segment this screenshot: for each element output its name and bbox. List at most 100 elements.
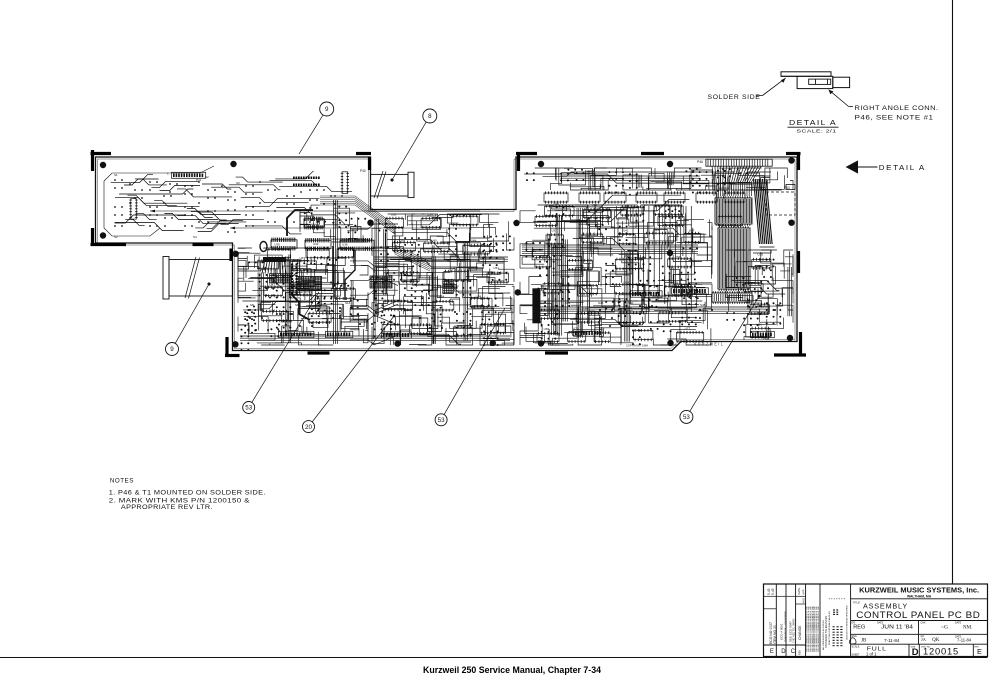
svg-text:P41: P41 — [196, 178, 202, 182]
svg-text:SCALE: SCALE — [852, 646, 860, 649]
svg-text:NM.: NM. — [963, 626, 972, 631]
svg-text:U30: U30 — [553, 202, 559, 206]
svg-text:U36: U36 — [400, 239, 406, 243]
svg-text:1 of 1: 1 of 1 — [866, 652, 877, 657]
svg-text:THE INFORMATION CONTAINED HERE: THE INFORMATION CONTAINED HEREIN IS THE — [808, 606, 811, 652]
svg-text:P46: P46 — [697, 160, 703, 164]
svg-text:DATE: DATE — [877, 622, 884, 625]
svg-text:U41: U41 — [623, 228, 629, 232]
svg-text:S1: S1 — [114, 173, 118, 177]
svg-text:5-43: 5-43 — [771, 588, 775, 595]
svg-text:U32: U32 — [313, 242, 319, 246]
svg-text:U46: U46 — [407, 266, 413, 270]
svg-text:STANDARD TOLERANCES: STANDARD TOLERANCES — [824, 615, 828, 648]
svg-text:FULL: FULL — [867, 647, 887, 653]
svg-text:SOLDER SIDE: SOLDER SIDE — [708, 94, 761, 101]
svg-text:WALTHAM, MA: WALTHAM, MA — [907, 594, 932, 598]
svg-text:53: 53 — [438, 417, 445, 424]
svg-text:JA: JA — [921, 637, 927, 642]
svg-text:DETAIL A: DETAIL A — [789, 118, 837, 127]
svg-text:8: 8 — [428, 113, 432, 120]
svg-text:P40: P40 — [360, 169, 366, 173]
svg-text:U77: U77 — [685, 326, 691, 330]
svg-text:KURZWEIL MUSIC SYSTEMS, Inc.: KURZWEIL MUSIC SYSTEMS, Inc. — [859, 586, 979, 595]
svg-text:2. MARK WITH KMS P/N 1200150 &: 2. MARK WITH KMS P/N 1200150 & — [109, 498, 250, 504]
svg-text:DATE: DATE — [955, 636, 962, 639]
svg-text:53: 53 — [245, 405, 252, 412]
svg-text:U44: U44 — [471, 238, 477, 242]
svg-text:JB: JB — [861, 639, 867, 644]
svg-text:U47: U47 — [689, 228, 695, 232]
svg-text:P46, SEE NOTE #1: P46, SEE NOTE #1 — [855, 115, 934, 122]
svg-text:QK: QK — [932, 637, 940, 643]
svg-text:DR: DR — [852, 622, 856, 625]
svg-text:U47: U47 — [269, 283, 275, 287]
svg-text:S48: S48 — [700, 303, 706, 307]
svg-text:D: D — [781, 649, 786, 655]
svg-text:ITEM NO 20: ITEM NO 20 — [773, 625, 777, 644]
svg-text:S48: S48 — [598, 301, 604, 305]
svg-text:UNLESS OTHERWISE SPECIFIED: UNLESS OTHERWISE SPECIFIED — [847, 605, 849, 640]
svg-text:120015: 120015 — [923, 647, 959, 657]
svg-text:9: 9 — [170, 346, 174, 353]
svg-text:THE INFORMATION CONTAINED HERE: THE INFORMATION CONTAINED HEREIN IS THE — [817, 606, 820, 652]
svg-text:S2: S2 — [114, 235, 118, 239]
svg-text:U35: U35 — [663, 203, 669, 207]
svg-text:U71: U71 — [573, 326, 579, 330]
svg-text:U30: U30 — [274, 243, 280, 247]
svg-text:U64: U64 — [459, 320, 465, 324]
svg-text:U64: U64 — [583, 307, 589, 311]
svg-text:5-43: 5-43 — [767, 588, 771, 595]
svg-text:S80: S80 — [295, 303, 301, 307]
svg-text:APP: APP — [803, 589, 806, 594]
svg-text:P53: P53 — [784, 186, 790, 190]
svg-text:C: C — [791, 649, 796, 655]
svg-text:THE INFORMATION CONTAINED HERE: THE INFORMATION CONTAINED HEREIN IS THE — [806, 606, 809, 652]
svg-text:1: 1 — [167, 172, 169, 176]
svg-text:U43: U43 — [653, 228, 659, 232]
svg-text:S47: S47 — [540, 301, 546, 305]
svg-text:Kurzweil 250 Service Manual, C: Kurzweil 250 Service Manual, Chapter 7-3… — [423, 665, 602, 676]
svg-text:DATE: DATE — [955, 622, 962, 625]
svg-text:S2: S2 — [205, 175, 209, 179]
svg-text:P45: P45 — [763, 337, 769, 341]
svg-text:COPYRIGHT 1984: COPYRIGHT 1984 — [626, 343, 648, 347]
svg-text:THE INFORMATION CONTAINED HERE: THE INFORMATION CONTAINED HEREIN IS THE — [813, 606, 816, 652]
svg-text:U54: U54 — [439, 295, 445, 299]
svg-text:U60: U60 — [673, 280, 679, 284]
svg-text:S3: S3 — [236, 181, 240, 185]
svg-text:THE INFORMATION CONTAINED HERE: THE INFORMATION CONTAINED HEREIN IS THE — [809, 606, 812, 652]
svg-text:CHANGE: CHANGE — [798, 625, 802, 640]
svg-text:RIGHT ANGLE CONN.: RIGHT ANGLE CONN. — [855, 105, 939, 112]
svg-text:AND: AND — [803, 598, 806, 603]
svg-text:APPROPRIATE REV LTR.: APPROPRIATE REV LTR. — [121, 505, 213, 511]
svg-text:REV: REV — [798, 650, 802, 656]
svg-text:S4: S4 — [193, 235, 197, 239]
svg-text:20: 20 — [305, 424, 312, 431]
svg-text:TITLE: TITLE — [853, 601, 860, 605]
svg-text:U48: U48 — [540, 254, 546, 258]
svg-text:U40: U40 — [264, 257, 270, 261]
svg-text:DETAIL A: DETAIL A — [879, 165, 926, 172]
svg-text:THE INFORMATION CONTAINED HERE: THE INFORMATION CONTAINED HEREIN IS THE — [811, 606, 814, 652]
svg-text:U53: U53 — [624, 254, 630, 258]
svg-text:JUN 11 '84: JUN 11 '84 — [881, 624, 913, 630]
svg-text:U69: U69 — [544, 327, 550, 331]
svg-text:D: D — [912, 647, 919, 658]
svg-text:SCALE: 2/1: SCALE: 2/1 — [797, 128, 837, 134]
svg-text:CHG RES TOL .5%RO: CHG RES TOL .5%RO — [793, 618, 796, 643]
svg-text:REG: REG — [853, 624, 865, 630]
svg-text:DATE: DATE — [797, 588, 801, 595]
svg-text:QA: QA — [921, 635, 925, 638]
svg-text:SEE ECO 0047: SEE ECO 0047 — [789, 621, 793, 642]
svg-text:53: 53 — [683, 414, 690, 421]
svg-text:ECO NO 0027: ECO NO 0027 — [769, 622, 773, 644]
svg-text:U30: U30 — [391, 212, 397, 216]
svg-text:ECO # 0061: ECO # 0061 — [780, 623, 784, 640]
svg-text:REV: REV — [975, 647, 980, 649]
svg-text:CHANGED P/L + SILKSCREEN: CHANGED P/L + SILKSCREEN — [784, 610, 787, 642]
svg-text:U54: U54 — [675, 255, 681, 259]
svg-text:NOTES: NOTES — [110, 479, 134, 485]
svg-text:U58: U58 — [624, 281, 630, 285]
svg-text:U33: U33 — [756, 300, 762, 304]
